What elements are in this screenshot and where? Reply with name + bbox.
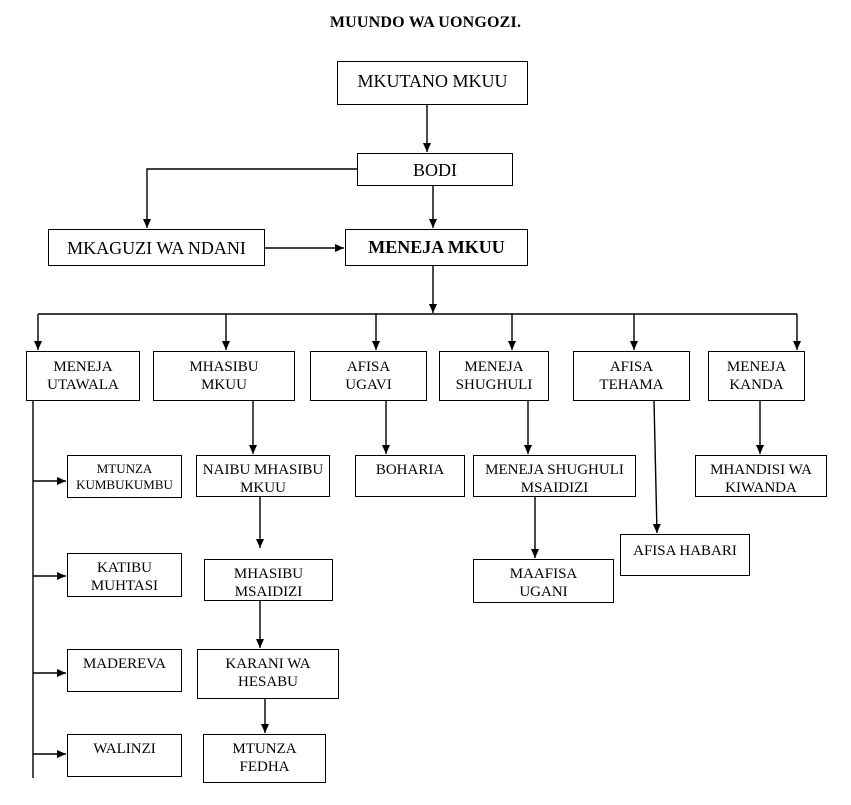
node-meneja-shughuli-msaidizi: MENEJA SHUGHULI MSAIDIZI — [473, 455, 636, 497]
node-meneja-kanda: MENEJA KANDA — [708, 351, 805, 401]
node-boharia: BOHARIA — [355, 455, 465, 497]
node-meneja-mkuu: MENEJA MKUU — [345, 229, 528, 266]
node-afisa-habari: AFISA HABARI — [620, 534, 750, 576]
node-madereva: MADEREVA — [67, 649, 182, 692]
node-mtunza-fedha: MTUNZA FEDHA — [203, 734, 326, 783]
node-meneja-utawala: MENEJA UTAWALA — [26, 351, 140, 401]
node-karani-wa-hesabu: KARANI WA HESABU — [197, 649, 339, 699]
node-afisa-tehama: AFISA TEHAMA — [573, 351, 690, 401]
node-mkutano-mkuu: MKUTANO MKUU — [337, 61, 528, 105]
node-mhasibu-msaidizi: MHASIBU MSAIDIZI — [204, 559, 333, 601]
node-walinzi: WALINZI — [67, 734, 182, 777]
node-naibu-mhasibu-mkuu: NAIBU MHASIBU MKUU — [196, 455, 330, 497]
chart-title: MUUNDO WA UONGOZI. — [329, 14, 522, 31]
node-mtunza-kumbukumbu: MTUNZA KUMBUKUMBU — [67, 455, 182, 498]
node-meneja-shughuli: MENEJA SHUGHULI — [439, 351, 549, 401]
node-maafisa-ugani: MAAFISA UGANI — [473, 559, 614, 603]
link-habari — [652, 400, 661, 534]
node-bodi: BODI — [357, 153, 513, 186]
node-katibu-muhtasi: KATIBU MUHTASI — [67, 553, 182, 597]
node-mhasibu-mkuu: MHASIBU MKUU — [153, 351, 295, 401]
link-bodi-mkaguzi — [143, 168, 357, 228]
node-mhandisi-wa-kiwanda: MHANDISI WA KIWANDA — [695, 455, 827, 497]
node-mkaguzi-wa-ndani: MKAGUZI WA NDANI — [48, 229, 265, 266]
node-afisa-ugavi: AFISA UGAVI — [310, 351, 427, 401]
